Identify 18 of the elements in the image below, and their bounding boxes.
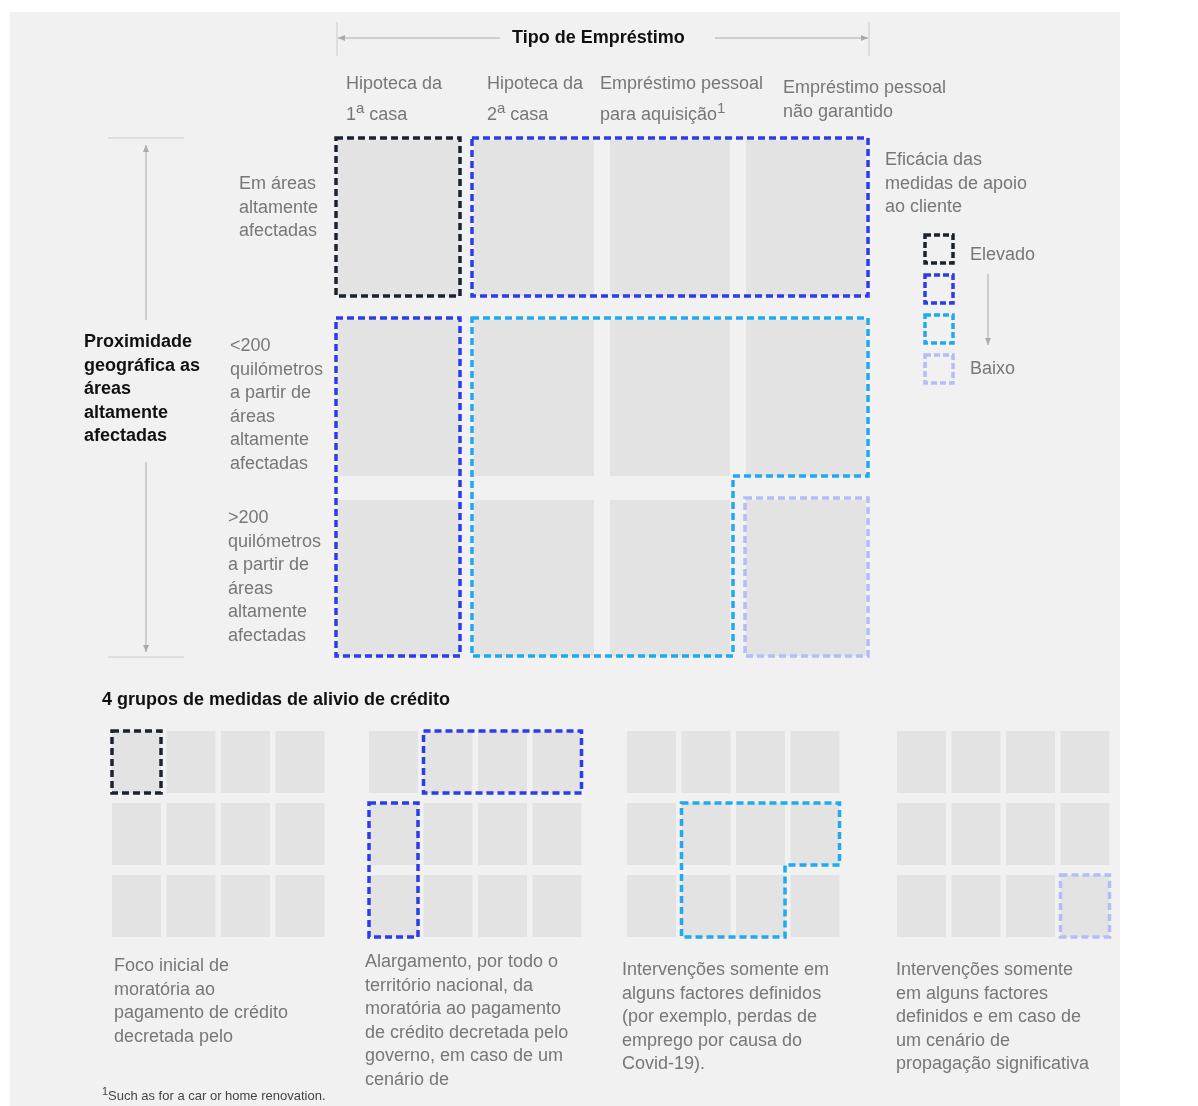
description-text: Foco inicial de moratória ao pagamento de crédito decretada pelo: [114, 954, 290, 1048]
footnote: $^{1}$Such as for a car or home renovation.: [102, 1084, 326, 1106]
column-header: Hipoteca da 1$^{a}$ casa: [346, 72, 444, 126]
legend-label: Elevado: [970, 243, 1036, 266]
axis-title: Proximidade geográfica as áreas altamente afectadas: [84, 330, 202, 447]
legend-title: Eficácia das medidas de apoio ao cliente: [885, 148, 1029, 218]
description-text: Alargamento, por todo o território nacional, da moratória ao pagamento de crédito decretada pelo governo, em caso de um cenário de: [365, 950, 570, 1091]
description-text: Intervenções somente em alguns factores definidos (por exemplo, perdas de emprego por causa do Covid-19).: [622, 958, 831, 1075]
legend-label: Baixo: [970, 357, 1016, 380]
column-header: Hipoteca da 2$^{a}$ casa: [487, 72, 585, 126]
row-header: <200 quilómetros a partir de áreas altamente afectadas: [230, 334, 325, 475]
description-text: Intervenções somente em alguns factores definidos e em caso de um cenário de propagação significativa: [896, 958, 1091, 1075]
row-header: >200 quilómetros a partir de áreas altamente afectadas: [228, 506, 323, 647]
axis-title: Tipo de Empréstimo: [512, 26, 685, 49]
column-header: Empréstimo pessoal para aquisição$^{1}$: [600, 72, 765, 126]
column-header: Empréstimo pessoal não garantido: [783, 76, 948, 123]
section-title: 4 grupos de medidas de alivio de crédito: [102, 688, 451, 711]
row-header: Em áreas altamente afectadas: [239, 172, 320, 242]
